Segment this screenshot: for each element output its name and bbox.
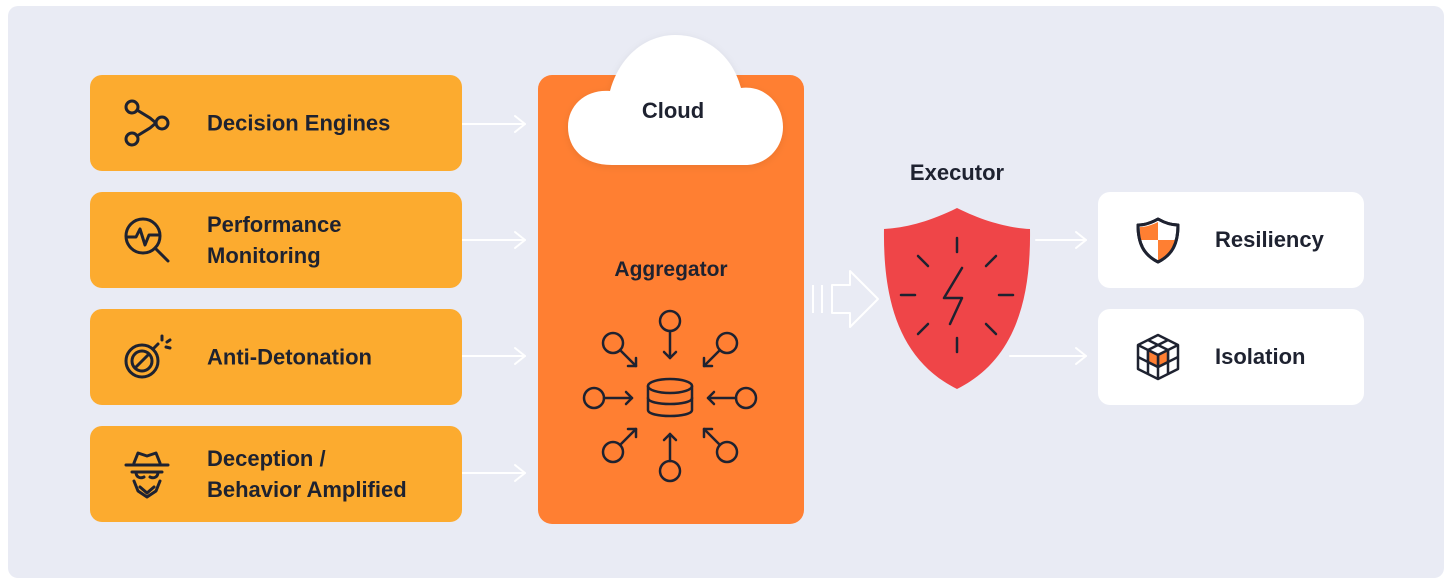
cube-icon bbox=[1136, 333, 1180, 381]
arrow-executor-to-resiliency bbox=[1035, 231, 1087, 249]
cloud-label: Cloud bbox=[641, 98, 705, 123]
performance-monitor-icon bbox=[124, 217, 170, 263]
anti-detonation-box: Anti-Detonation bbox=[90, 309, 462, 405]
output-label: Resiliency bbox=[1215, 227, 1324, 252]
isolation-box: Isolation bbox=[1098, 309, 1364, 405]
input-label: Anti-Detonation bbox=[207, 344, 372, 370]
decision-engines-box: Decision Engines bbox=[90, 75, 462, 171]
aggregator-label: Aggregator bbox=[614, 258, 728, 281]
arrow-executor-to-isolation bbox=[1009, 347, 1087, 365]
bomb-blocked-icon bbox=[124, 334, 172, 379]
output-label: Isolation bbox=[1215, 344, 1306, 369]
deception-box: Deception / Behavior Amplified bbox=[90, 426, 462, 522]
spy-icon bbox=[124, 451, 170, 499]
shield-icon bbox=[1136, 217, 1180, 264]
input-label: Performance Monitoring bbox=[207, 212, 342, 268]
performance-monitoring-box: Performance Monitoring bbox=[90, 192, 462, 288]
input-label: Deception / Behavior Amplified bbox=[207, 446, 407, 502]
resiliency-box: Resiliency bbox=[1098, 192, 1364, 288]
executor-label: Executor bbox=[909, 160, 1005, 185]
input-label: Decision Engines bbox=[207, 110, 391, 136]
arrow-aggregator-to-executor bbox=[812, 270, 879, 328]
decision-graph-icon bbox=[124, 99, 170, 147]
